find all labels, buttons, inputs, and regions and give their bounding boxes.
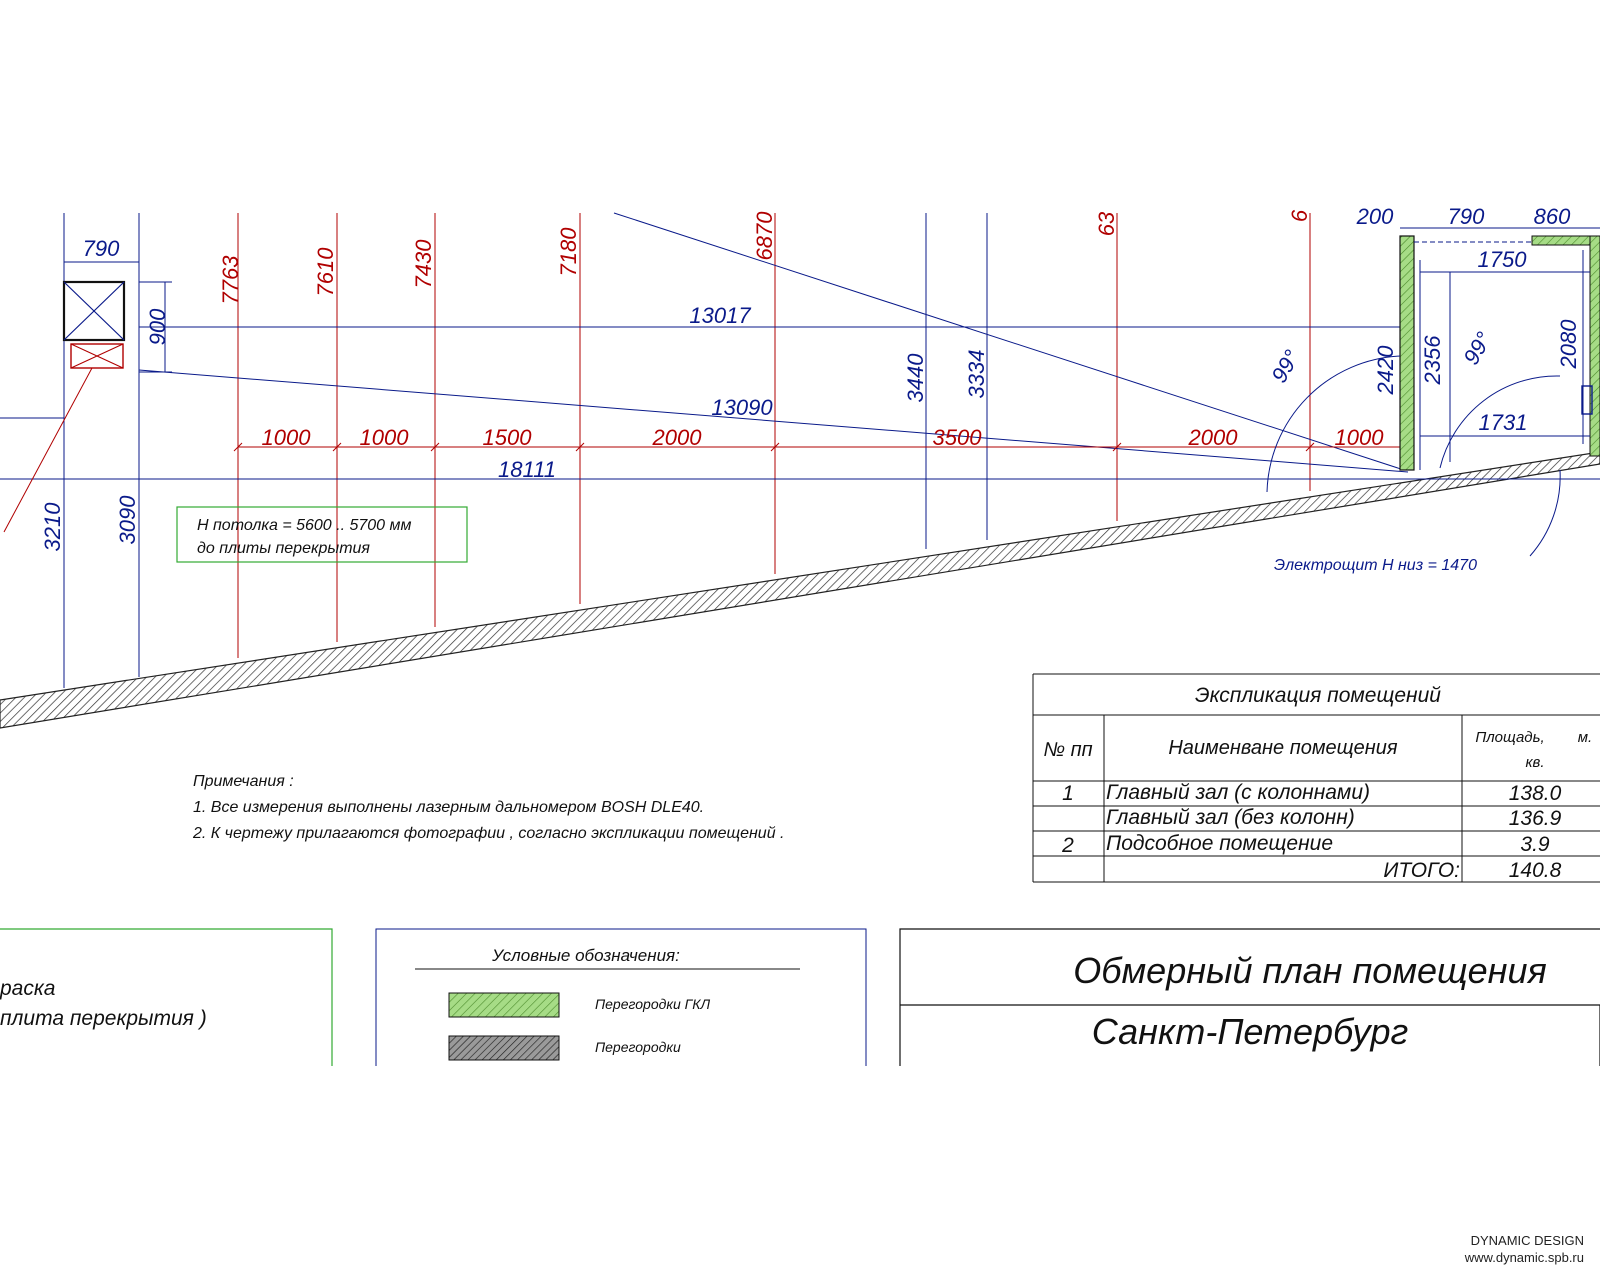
blue-height-lines: [63, 213, 988, 688]
height-7180: 7180: [556, 227, 581, 277]
title-block-city: Санкт-Петербург: [1092, 1011, 1409, 1052]
height-6: 6: [1287, 209, 1312, 222]
ceiling-note-box: [176, 506, 468, 563]
room-height-2356: 2356: [1420, 335, 1445, 386]
angle-left: 99°: [1266, 345, 1304, 386]
segment-2000b: 2000: [1188, 425, 1239, 450]
height-7610: 7610: [313, 247, 338, 297]
header-area-b: м.: [1578, 729, 1592, 746]
left-box-line2: плита перекрытия ): [0, 1007, 207, 1030]
segment-dim-line: [233, 442, 1414, 452]
bottom-frames: [0, 928, 1600, 1066]
segment-1000b: 1000: [360, 425, 410, 450]
height-6870: 6870: [752, 211, 777, 261]
header-area-c: кв.: [1525, 754, 1544, 771]
segment-1500: 1500: [483, 425, 533, 450]
side-dim-900: 900: [145, 308, 170, 345]
diagonal-18111: 18111: [498, 457, 556, 482]
row1-area: 138.0: [1509, 782, 1562, 805]
row1-num: 1: [1062, 782, 1074, 805]
row2-name: Главный зал (без колонн): [1106, 806, 1355, 829]
panel-note: Электрощит H низ = 1470: [1274, 557, 1477, 574]
explication-table: [1032, 673, 1600, 883]
top-dim-790: 790: [83, 236, 120, 261]
watermark: DYNAMIC DESIGN www.dynamic.spb.ru: [1465, 1232, 1584, 1266]
top-dim-790b: 790: [1448, 204, 1485, 229]
room-width-top: 1750: [1478, 247, 1528, 272]
segment-1000a: 1000: [262, 425, 312, 450]
red-height-lines: [237, 213, 1311, 658]
legend-item-gkl: Перегородки ГКЛ: [595, 996, 710, 1012]
segment-1000c: 1000: [1335, 425, 1385, 450]
left-box-line1: раска: [0, 977, 55, 1000]
row2-area: 136.9: [1509, 807, 1562, 830]
diagonal-13090: 13090: [711, 395, 773, 420]
utility-room: [1266, 227, 1600, 557]
total-label: ИТОГО:: [1383, 859, 1460, 882]
height-63: 63: [1094, 211, 1119, 236]
blue-horizontal-lines: [0, 212, 1600, 480]
segment-2000a: 2000: [652, 425, 703, 450]
header-name: Наименване помещения: [1168, 737, 1398, 759]
row3-num: 2: [1061, 834, 1074, 857]
row3-area: 3.9: [1520, 833, 1550, 856]
sloped-wall: [0, 451, 1600, 729]
height-7763: 7763: [218, 255, 243, 305]
total-value: 140.8: [1509, 859, 1562, 882]
header-area-a: Площадь,: [1475, 729, 1544, 746]
height-7430: 7430: [411, 239, 436, 289]
legend-swatch-gkl: [448, 992, 560, 1018]
angle-right: 99°: [1458, 327, 1496, 368]
height-3090: 3090: [115, 495, 140, 545]
room-width-bottom: 1731: [1479, 410, 1528, 435]
legend-item-partition: Перегородки: [595, 1039, 681, 1055]
watermark-brand: DYNAMIC DESIGN: [1470, 1233, 1584, 1248]
top-dim-200: 200: [1356, 204, 1394, 229]
legend-title: Условные обозначения:: [491, 946, 680, 965]
row1-name: Главный зал (с колоннами): [1106, 781, 1370, 804]
segment-3500: 3500: [933, 425, 983, 450]
ceiling-note-line2: до плиты перекрытия: [197, 540, 370, 557]
height-3210: 3210: [40, 502, 65, 552]
row3-name: Подсобное помещение: [1106, 832, 1333, 855]
height-3334: 3334: [964, 350, 989, 399]
notes-item-1: 1. Все измерения выполнены лазерным даль…: [193, 799, 704, 816]
room-height-2420: 2420: [1373, 345, 1398, 396]
ceiling-note-line1: H потолка = 5600 .. 5700 мм: [197, 517, 411, 534]
room-height-2080: 2080: [1556, 319, 1581, 370]
notes-title: Примечания :: [193, 773, 294, 790]
explication-title: Экспликация помещений: [1195, 684, 1441, 707]
height-3440: 3440: [903, 353, 928, 403]
legend-swatch-partition: [448, 1035, 560, 1061]
watermark-url: www.dynamic.spb.ru: [1464, 1250, 1584, 1265]
diagonal-13017: 13017: [689, 303, 751, 328]
title-block-title: Обмерный план помещения: [1073, 950, 1547, 991]
notes-item-2: 2. К чертежу прилагаются фотографии , со…: [192, 825, 784, 842]
header-num: № пп: [1043, 739, 1092, 761]
column-symbol: [3, 280, 126, 533]
top-dim-860: 860: [1534, 204, 1571, 229]
